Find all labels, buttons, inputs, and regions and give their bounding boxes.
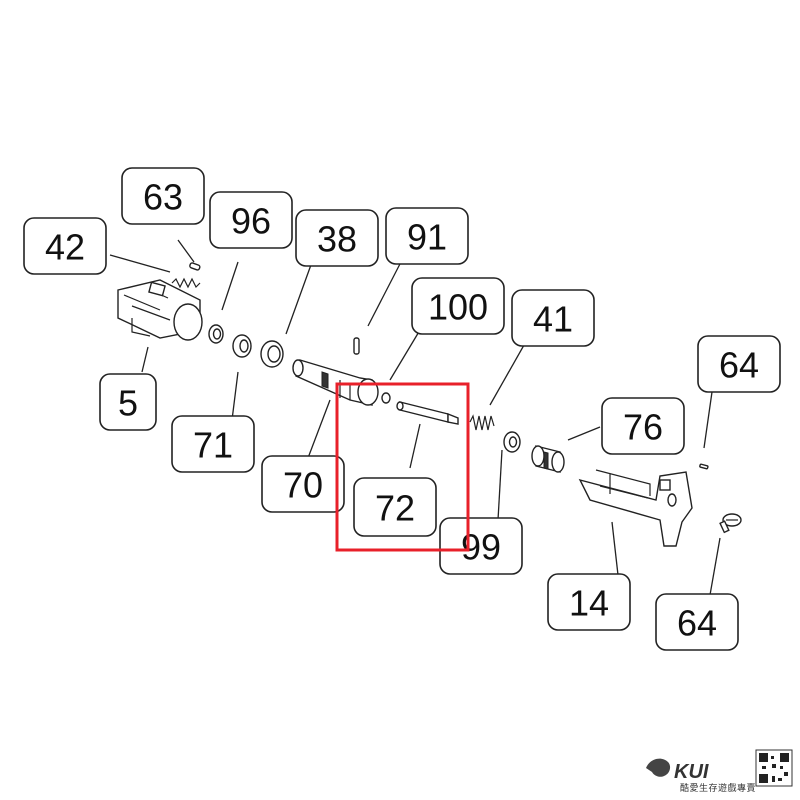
leader-100 <box>389 329 421 381</box>
leader-5 <box>141 346 149 373</box>
callout-5: 5 <box>99 373 157 431</box>
callout-72: 72 <box>353 477 437 537</box>
brand-logo: KUI <box>646 758 709 783</box>
leader-lines <box>109 239 721 596</box>
callout-70: 70 <box>261 455 345 513</box>
qr-code-icon <box>755 749 793 787</box>
callout-14-label: 14 <box>569 583 609 624</box>
part-100-oring <box>381 392 391 404</box>
part-63-pin <box>189 262 201 271</box>
leader-76 <box>567 426 601 441</box>
callout-64-top-label: 64 <box>719 345 759 386</box>
callout-96: 96 <box>209 191 293 249</box>
leader-41 <box>489 337 529 406</box>
callout-72-label: 72 <box>375 488 415 529</box>
leader-14 <box>611 521 619 576</box>
leader-71 <box>231 371 239 421</box>
callout-64-bottom-label: 64 <box>677 603 717 644</box>
leader-91 <box>367 259 403 327</box>
leader-96 <box>221 261 239 311</box>
callout-76: 76 <box>601 397 685 455</box>
leader-63 <box>177 239 195 263</box>
part-64-screw <box>719 513 742 534</box>
part-64-pin-top <box>699 463 709 470</box>
callout-14: 14 <box>547 573 631 631</box>
callout-91-label: 91 <box>407 217 447 258</box>
callout-99: 99 <box>439 517 523 575</box>
part-42-spring <box>171 277 201 289</box>
leader-64-top <box>703 391 713 449</box>
highlight-box-72 <box>335 382 470 552</box>
callout-100: 100 <box>411 277 505 335</box>
callout-64-top: 64 <box>697 335 781 393</box>
callout-70-label: 70 <box>283 465 323 506</box>
callout-71-label: 71 <box>193 425 233 466</box>
callout-76-label: 76 <box>623 407 663 448</box>
callout-63: 63 <box>121 167 205 225</box>
part-76-valve <box>531 445 565 473</box>
callout-100-label: 100 <box>428 287 488 328</box>
part-5-housing <box>117 279 203 341</box>
part-14-frame <box>578 469 693 547</box>
callout-5-label: 5 <box>118 383 138 424</box>
callout-42: 42 <box>23 217 107 275</box>
callout-63-label: 63 <box>143 177 183 218</box>
callout-42-label: 42 <box>45 227 85 268</box>
callout-41: 41 <box>511 289 595 347</box>
leader-64-bottom <box>709 537 721 596</box>
leader-99 <box>497 449 503 521</box>
leader-42 <box>109 254 171 273</box>
part-99-washer <box>503 431 521 453</box>
callout-91: 91 <box>385 207 469 265</box>
callout-96-label: 96 <box>231 201 271 242</box>
part-91-pin <box>353 337 360 355</box>
part-41-spring <box>469 414 495 431</box>
callout-71: 71 <box>171 415 255 473</box>
leader-72 <box>409 423 421 469</box>
brand-logo-text: KUI <box>674 761 709 783</box>
part-72-rod <box>396 401 459 425</box>
leader-38 <box>285 261 313 335</box>
callout-64-bottom: 64 <box>655 593 739 651</box>
brand-caption: 酷愛生存遊戲專賣 <box>679 783 756 793</box>
callout-38: 38 <box>295 209 379 267</box>
callout-38-label: 38 <box>317 219 357 260</box>
part-71-washer <box>232 334 252 358</box>
leader-70 <box>307 399 331 459</box>
callout-41-label: 41 <box>533 299 573 340</box>
parts <box>117 262 742 547</box>
brand-watermark: KUI <box>646 749 793 787</box>
part-38-ring <box>260 340 284 368</box>
part-96-ring <box>208 324 224 344</box>
